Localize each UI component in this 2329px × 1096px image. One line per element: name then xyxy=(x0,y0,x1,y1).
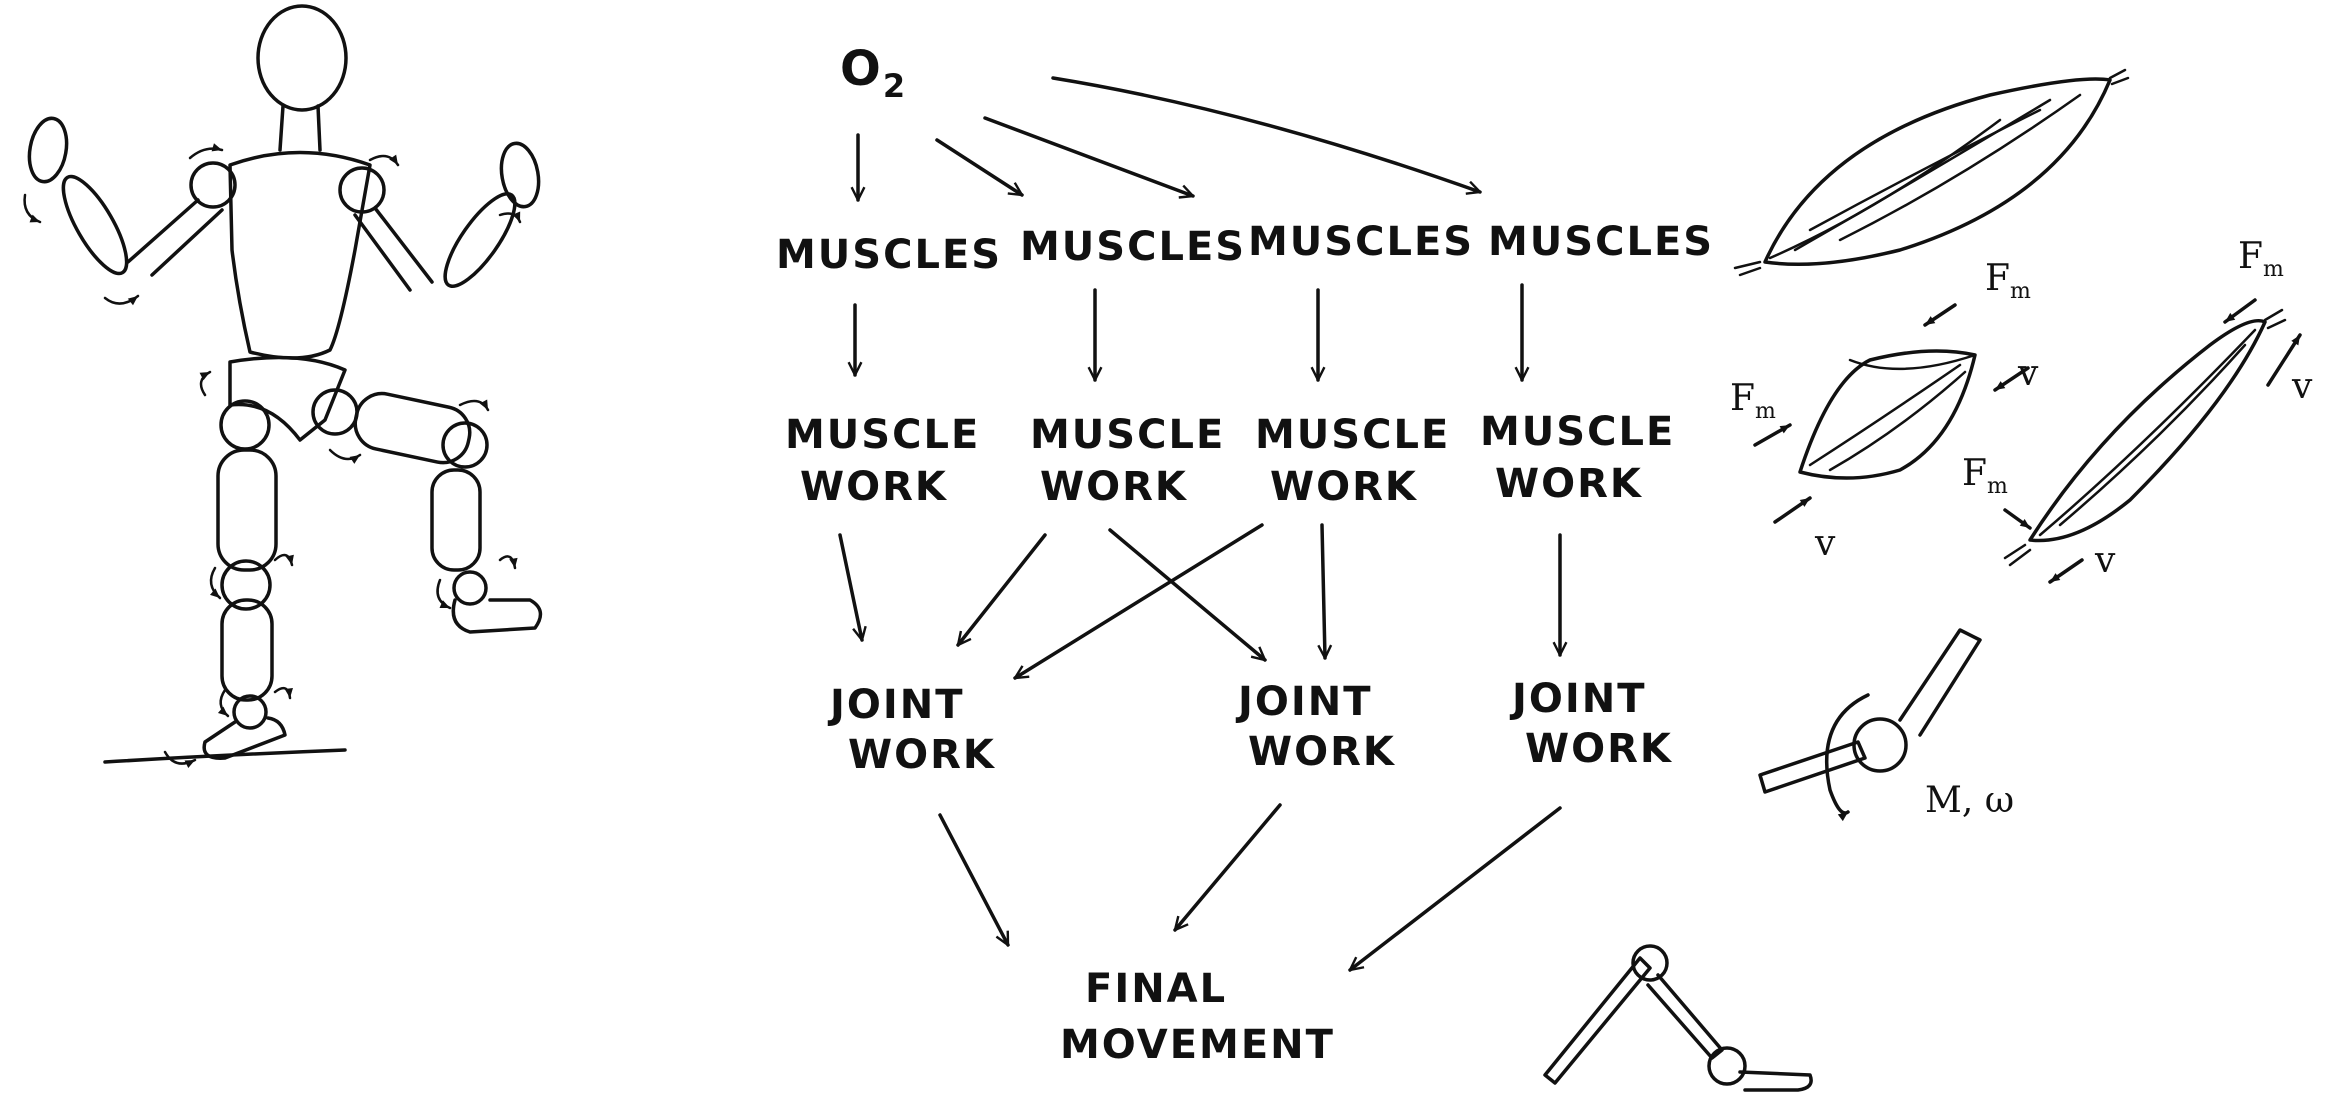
svg-text:JOINT: JOINT xyxy=(1509,676,1647,722)
svg-text:WORK: WORK xyxy=(800,464,948,510)
mannequin-left-shoulder xyxy=(189,161,237,209)
mannequin-neck xyxy=(278,104,322,152)
velocity-label-4: v xyxy=(2291,366,2313,407)
muscle-work-node-2: MUSCLE WORK xyxy=(1030,412,1225,510)
fusiform-muscle-sketch: Fm Fm v v xyxy=(1962,236,2313,584)
muscle-work-node-4: MUSCLE WORK xyxy=(1480,409,1675,507)
mannequin-left-foot xyxy=(202,716,287,760)
rotation-arrows xyxy=(23,143,522,769)
svg-text:MUSCLE: MUSCLE xyxy=(785,412,980,458)
mannequin-left-upper-arm xyxy=(126,198,224,277)
svg-text:WORK: WORK xyxy=(848,732,996,778)
mannequin-right-forearm xyxy=(443,192,517,288)
svg-text:WORK: WORK xyxy=(1525,726,1673,772)
mannequin-left-knee xyxy=(220,559,272,611)
mannequin-left-forearm xyxy=(61,174,129,276)
svg-text:MOVEMENT: MOVEMENT xyxy=(1060,1022,1335,1068)
svg-text:JOINT: JOINT xyxy=(1235,679,1373,725)
force-label-1: Fm xyxy=(1730,378,1776,424)
muscles-to-work-arrows xyxy=(855,283,1522,382)
force-label-2: Fm xyxy=(1985,258,2031,304)
velocity-label-1: v xyxy=(1814,523,1836,564)
limb-stick-sketch xyxy=(1543,944,1813,1092)
mannequin-right-foot xyxy=(451,598,543,634)
mannequin-right-thigh xyxy=(353,391,472,465)
mannequin-pelvis xyxy=(228,355,347,442)
mannequin-right-hand xyxy=(499,141,541,209)
svg-text:MUSCLE: MUSCLE xyxy=(1480,409,1675,455)
joint-work-node-1: JOINT WORK xyxy=(827,682,996,778)
muscles-label-2: MUSCLES xyxy=(1020,224,1246,270)
mannequin-left-thigh xyxy=(216,448,278,572)
velocity-label-2: v xyxy=(2017,353,2039,394)
mannequin-torso xyxy=(228,150,372,360)
joint-moment-sketch: M, ω xyxy=(1758,628,2014,822)
muscle-work-node-1: MUSCLE WORK xyxy=(785,412,980,510)
svg-text:JOINT: JOINT xyxy=(827,682,965,728)
oxygen-arrows xyxy=(858,76,1480,202)
final-movement-node: FINAL MOVEMENT xyxy=(1060,966,1335,1068)
muscles-label-1: MUSCLES xyxy=(776,232,1002,278)
mannequin-right-ankle xyxy=(452,570,488,606)
svg-text:WORK: WORK xyxy=(1040,464,1188,510)
pennate-muscle-sketch: Fm Fm v v xyxy=(1730,258,2039,564)
muscle-belly-sketch xyxy=(1733,68,2130,277)
mannequin-figure xyxy=(23,4,543,769)
force-label-3: Fm xyxy=(1962,453,2008,499)
force-label-4: Fm xyxy=(2238,236,2284,282)
muscle-work-node-3: MUSCLE WORK xyxy=(1255,412,1450,510)
mannequin-left-hip xyxy=(219,399,271,451)
ground-line xyxy=(103,748,347,764)
right-sketches: Fm Fm v v Fm Fm v v M, ω xyxy=(1543,68,2313,1092)
joint-work-node-2: JOINT WORK xyxy=(1235,679,1396,775)
mannequin-left-hand xyxy=(27,116,69,184)
svg-text:WORK: WORK xyxy=(1495,461,1643,507)
mannequin-right-shin xyxy=(430,468,482,572)
moment-omega-label: M, ω xyxy=(1925,780,2014,821)
muscles-label-3: MUSCLES xyxy=(1248,219,1474,265)
mannequin-left-shin xyxy=(220,598,274,702)
mannequin-right-shoulder xyxy=(338,166,386,214)
svg-text:FINAL: FINAL xyxy=(1085,966,1227,1012)
svg-text:MUSCLE: MUSCLE xyxy=(1255,412,1450,458)
mannequin-right-knee xyxy=(441,421,489,469)
oxygen-source-label: O2 xyxy=(840,41,907,105)
flow-diagram: O2 MUSCLES MUSCLES MUSCLES MUSCLES MUSCL… xyxy=(776,41,1714,1068)
joint-to-final-arrows xyxy=(938,803,1562,972)
mannequin-right-upper-arm xyxy=(353,206,434,292)
mannequin-head xyxy=(256,4,348,112)
velocity-label-3: v xyxy=(2094,540,2116,581)
muscles-label-4: MUSCLES xyxy=(1488,219,1714,265)
svg-text:WORK: WORK xyxy=(1248,729,1396,775)
svg-text:MUSCLE: MUSCLE xyxy=(1030,412,1225,458)
svg-text:WORK: WORK xyxy=(1270,464,1418,510)
mannequin-left-ankle xyxy=(232,694,268,730)
work-to-joint-arrows xyxy=(838,523,1560,680)
joint-work-node-3: JOINT WORK xyxy=(1509,676,1673,772)
